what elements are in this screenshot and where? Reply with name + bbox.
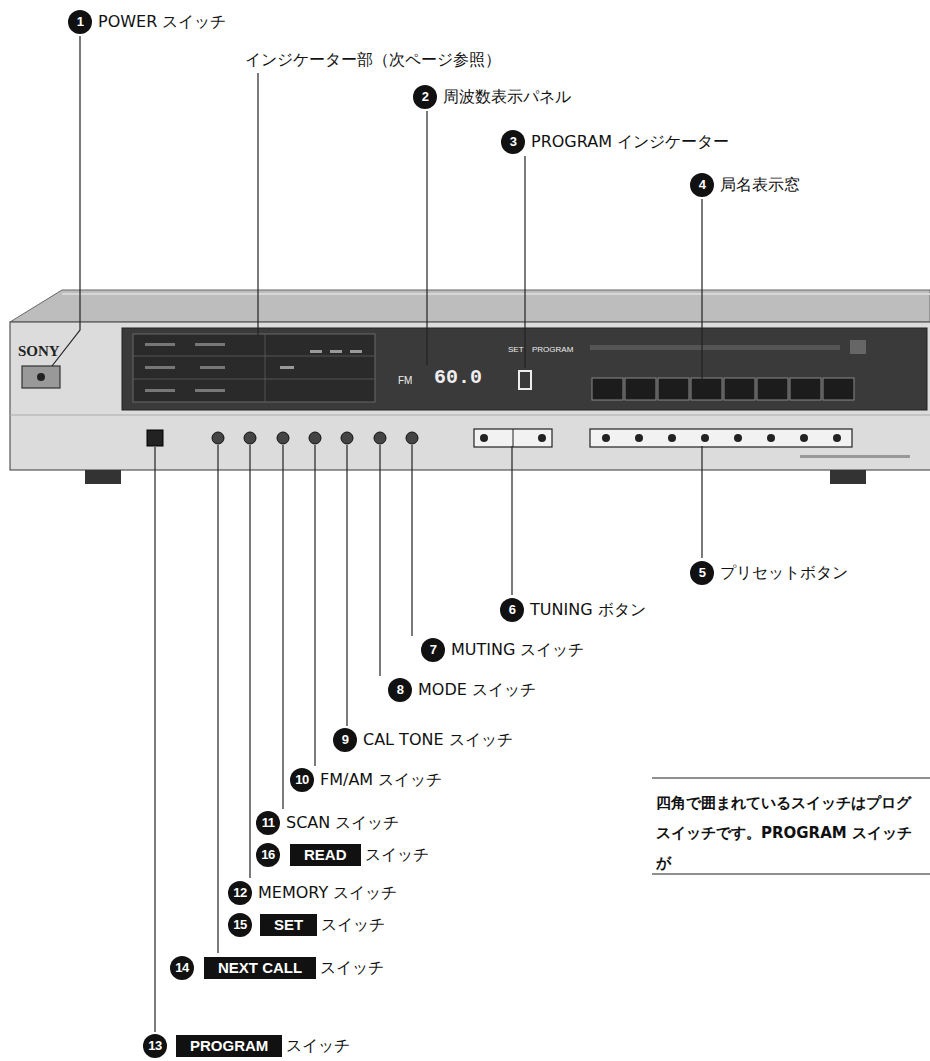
callout-number: 14 — [170, 956, 194, 980]
leader-lines — [52, 36, 702, 1032]
part-name: 周波数表示パネル — [443, 87, 571, 107]
part-name: FM/AM スイッチ — [320, 770, 442, 790]
indicator-grid — [133, 356, 375, 357]
callout-number: 16 — [256, 843, 280, 867]
indicator-lamp — [145, 343, 175, 346]
indicator-lamp — [310, 350, 322, 353]
header-strip — [590, 345, 840, 350]
tuning-knob — [480, 434, 488, 442]
display-text: PROGRAM — [532, 346, 573, 354]
note-rule — [652, 873, 930, 874]
callout-number: 2 — [413, 85, 437, 109]
part-name: スイッチ — [321, 915, 385, 935]
tuning-button — [474, 429, 552, 447]
indicator-lamp — [195, 389, 225, 392]
program-button — [147, 430, 163, 446]
function-buttons — [212, 432, 418, 444]
tuning-divider — [513, 429, 514, 447]
part-name: インジケーター部（次ページ参照） — [245, 50, 501, 70]
indicator-lamp — [200, 366, 225, 369]
boxed-switch-name: PROGRAM — [176, 1035, 282, 1057]
part-name: PROGRAM インジケーター — [531, 132, 729, 152]
foot — [85, 470, 121, 484]
program-digit — [519, 371, 531, 389]
part-name: スイッチ — [320, 958, 384, 978]
part-name: MUTING スイッチ — [451, 640, 584, 660]
callout-number: 13 — [143, 1034, 167, 1058]
indicator-lamp — [350, 350, 362, 353]
callout-number: 11 — [256, 811, 280, 835]
part-name: 局名表示窓 — [720, 175, 800, 195]
power-knob — [37, 373, 45, 381]
power-button — [22, 366, 60, 388]
part-name: CAL TONE スイッチ — [363, 730, 513, 750]
switch-name: NEXT CALL — [218, 959, 302, 976]
switch-name: READ — [304, 846, 347, 863]
preset-knobs — [602, 434, 841, 442]
boxed-switch-name: NEXT CALL — [204, 957, 316, 979]
model-plate — [800, 455, 910, 458]
callout-number: 12 — [228, 881, 252, 905]
part-name: スイッチ — [286, 1036, 350, 1056]
indicator-lamp — [195, 343, 225, 346]
panel-division — [10, 415, 930, 416]
callout-number: 10 — [290, 768, 314, 792]
part-name: スイッチ — [365, 845, 429, 865]
part-name: POWER スイッチ — [98, 12, 226, 32]
front-panel — [10, 322, 930, 470]
lid-highlight — [62, 293, 930, 295]
callout-number: 6 — [500, 598, 524, 622]
callout-number: 4 — [690, 173, 714, 197]
indicator-grid — [265, 334, 266, 402]
callout-number: 9 — [333, 728, 357, 752]
boxed-switch-name: SET — [260, 914, 317, 936]
part-name: TUNING ボタン — [530, 600, 646, 620]
brand-logo: SONY — [18, 341, 60, 361]
callout-number: 5 — [690, 561, 714, 585]
part-name: SCAN スイッチ — [286, 813, 399, 833]
callout-number: 1 — [68, 10, 92, 34]
logo-mark — [850, 340, 866, 354]
indicator-lamp — [280, 366, 294, 369]
display-text: 60.0 — [434, 368, 482, 388]
boxed-switch-name: READ — [290, 844, 361, 866]
indicator-lamp — [145, 366, 175, 369]
foot — [830, 470, 866, 484]
indicator-panel — [133, 334, 375, 402]
callout-number: 3 — [501, 130, 525, 154]
callout-number: 8 — [388, 678, 412, 702]
note-text: 四角で囲まれているスイッチはプログ スイッチです。PROGRAM スイッチが — [656, 788, 924, 878]
tuning-knob — [538, 434, 546, 442]
chassis-top — [10, 290, 930, 322]
callout-number: 15 — [228, 913, 252, 937]
part-name: プリセットボタン — [720, 563, 848, 583]
display-text: FM — [398, 376, 412, 386]
display-text: SET — [508, 346, 524, 354]
indicator-lamp — [145, 389, 175, 392]
indicator-grid — [133, 379, 375, 380]
indicator-lamp — [330, 350, 342, 353]
part-name: MEMORY スイッチ — [258, 883, 397, 903]
note-rule — [652, 777, 930, 778]
callout-number: 7 — [421, 638, 445, 662]
station-windows — [592, 378, 854, 400]
preset-buttons — [590, 429, 852, 447]
switch-name: PROGRAM — [190, 1037, 268, 1054]
part-name: MODE スイッチ — [418, 680, 536, 700]
switch-name: SET — [274, 916, 303, 933]
